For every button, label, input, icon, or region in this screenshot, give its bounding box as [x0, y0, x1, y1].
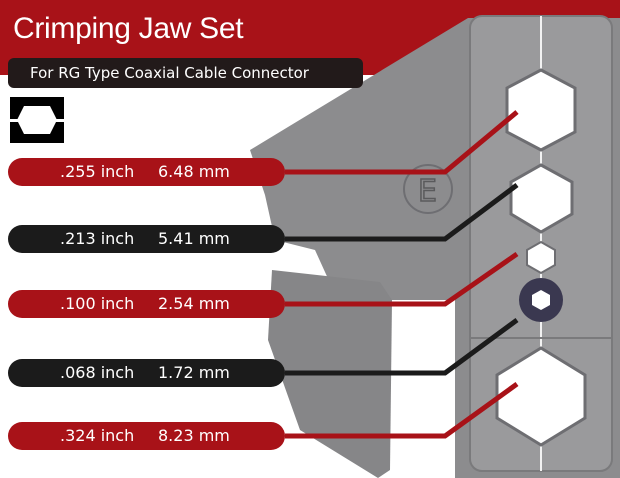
size-pill-5: .324 inch 8.23 mm — [8, 422, 285, 450]
size-pill-4: .068 inch 1.72 mm — [8, 359, 285, 387]
stamp-letter: E — [418, 174, 437, 209]
size-pill-1: .255 inch 6.48 mm — [8, 158, 285, 186]
size-mm: 6.48 mm — [158, 162, 230, 181]
size-mm: 8.23 mm — [158, 426, 230, 445]
size-inch: .213 inch — [60, 229, 135, 248]
leader-line-3 — [285, 251, 519, 307]
leader-line-4 — [285, 317, 519, 376]
leader-line-2 — [285, 183, 519, 242]
size-inch: .255 inch — [60, 162, 135, 181]
size-inch: .324 inch — [60, 426, 135, 445]
hex-die-cross-section-icon — [10, 97, 64, 143]
size-pill-3: .100 inch 2.54 mm — [8, 290, 285, 318]
leader-line-1 — [285, 110, 519, 175]
size-inch: .068 inch — [60, 363, 135, 382]
size-mm: 2.54 mm — [158, 294, 230, 313]
size-pill-2: .213 inch 5.41 mm — [8, 225, 285, 253]
size-mm: 5.41 mm — [158, 229, 230, 248]
subtitle-bar — [8, 58, 363, 88]
size-inch: .100 inch — [60, 294, 135, 313]
page-title: Crimping Jaw Set — [13, 12, 244, 45]
size-mm: 1.72 mm — [158, 363, 230, 382]
leader-line-5 — [285, 381, 519, 439]
page-subtitle: For RG Type Coaxial Cable Connector — [30, 64, 309, 82]
